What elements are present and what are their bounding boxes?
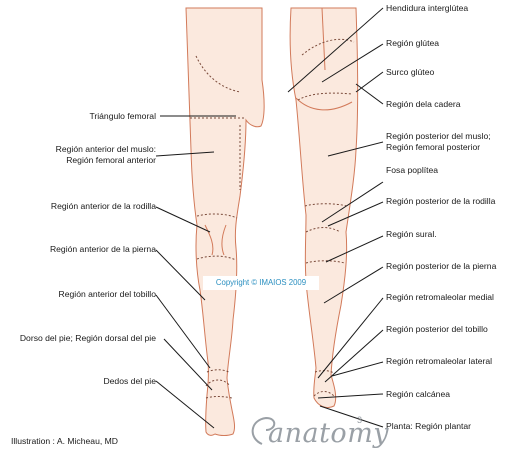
label-calcaneal-region: Región calcánea bbox=[386, 389, 451, 399]
anterior-leg-shape bbox=[185, 7, 265, 436]
label-anterior-thigh: Región anterior del muslo: Región femora… bbox=[55, 144, 156, 165]
label-popliteal-fossa: Fosa poplítea bbox=[386, 165, 439, 175]
eanatomy-logo: anatomy bbox=[268, 418, 390, 449]
label-posterior-ankle: Región posterior del tobillo bbox=[386, 324, 488, 334]
label-hip-region: Región dela cadera bbox=[386, 99, 461, 109]
label-toes: Dedos del pie bbox=[103, 376, 156, 386]
logo-number: 3 bbox=[357, 415, 363, 425]
label-gluteal-region: Región glútea bbox=[386, 38, 440, 48]
label-anterior-ankle: Región anterior del tobillo bbox=[58, 289, 156, 299]
label-medial-retromalleolar: Región retromaleolar medial bbox=[386, 292, 494, 302]
label-intergluteal-cleft: Hendidura interglútea bbox=[386, 3, 469, 13]
label-plantar-region: Planta: Región plantar bbox=[386, 421, 472, 431]
label-posterior-knee: Región posterior de la rodilla bbox=[386, 196, 496, 206]
copyright-notice: Copyright © IMAIOS 2009 bbox=[203, 276, 319, 290]
posterior-leg-shape bbox=[289, 7, 359, 409]
label-posterior-leg: Región posterior de la pierna bbox=[386, 261, 497, 271]
label-lateral-retromalleolar: Región retromaleolar lateral bbox=[386, 356, 493, 366]
label-dorsum-foot: Dorso del pie; Región dorsal del pie bbox=[19, 333, 156, 343]
label-sural-region: Región sural. bbox=[386, 229, 437, 239]
label-gluteal-fold: Surco glúteo bbox=[386, 67, 435, 77]
label-femoral-triangle: Triángulo femoral bbox=[89, 111, 156, 121]
label-posterior-thigh: Región posterior del muslo; Región femor… bbox=[386, 131, 491, 152]
label-anterior-knee: Región anterior de la rodilla bbox=[50, 201, 156, 211]
illustration-credit: Illustration : A. Micheau, MD bbox=[11, 436, 118, 446]
label-anterior-leg: Región anterior de la pierna bbox=[49, 244, 156, 254]
